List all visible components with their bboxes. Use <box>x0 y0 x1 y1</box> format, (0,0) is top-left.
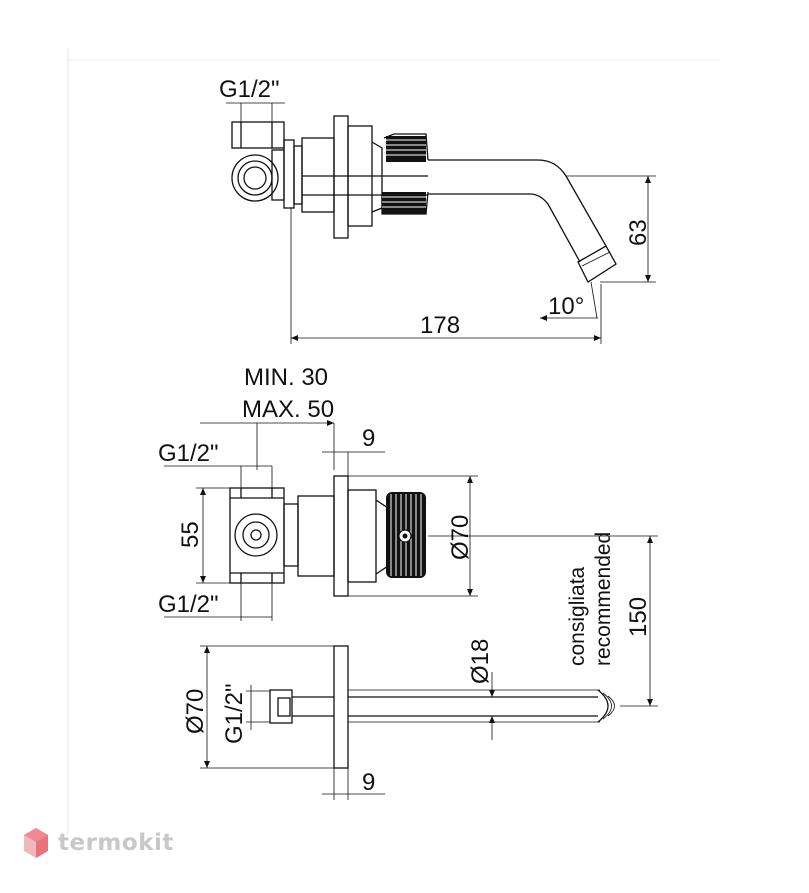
middle-connector <box>229 487 335 584</box>
bottom-plate-diameter: Ø70 <box>182 689 209 734</box>
top-connector <box>231 121 335 213</box>
brand-name: termokit <box>58 830 174 856</box>
top-height-dim: 63 <box>625 219 652 246</box>
middle-plate-diameter: Ø70 <box>447 515 474 560</box>
spout-diameter-dim: Ø18 <box>467 639 494 684</box>
recommended-label-it: consigliata <box>566 566 589 666</box>
body-height-dim: 55 <box>177 521 204 548</box>
middle-thread-top: G1/2" <box>158 440 219 467</box>
top-angle-dim: 10° <box>548 293 584 320</box>
brand-logo: termokit <box>22 826 174 860</box>
top-knurled-handle <box>381 133 429 215</box>
bottom-thread-label: G1/2" <box>221 683 248 744</box>
top-view: G1/2" <box>219 76 656 344</box>
middle-view: MIN. 30 MAX. 50 9 G1/2" <box>158 364 658 707</box>
middle-plate-thickness: 9 <box>362 425 375 452</box>
recommended-height-dim: 150 <box>625 597 652 637</box>
cube-logo-icon <box>24 828 48 858</box>
middle-thread-bottom: G1/2" <box>158 591 219 618</box>
top-length-dim: 178 <box>420 312 460 339</box>
top-spout <box>302 159 617 283</box>
bottom-view: Ø70 G1/2" Ø18 9 <box>182 639 615 800</box>
top-wall-plate <box>333 115 349 239</box>
depth-max-label: MAX. 50 <box>242 396 334 423</box>
bottom-spout <box>269 645 615 769</box>
bottom-plate-thickness: 9 <box>362 769 375 796</box>
top-thread-label: G1/2" <box>219 76 280 103</box>
middle-knurled-handle <box>386 492 426 578</box>
depth-min-label: MIN. 30 <box>244 364 328 391</box>
recommended-label-en: recommended <box>592 532 615 666</box>
middle-wall-plate <box>333 475 349 597</box>
